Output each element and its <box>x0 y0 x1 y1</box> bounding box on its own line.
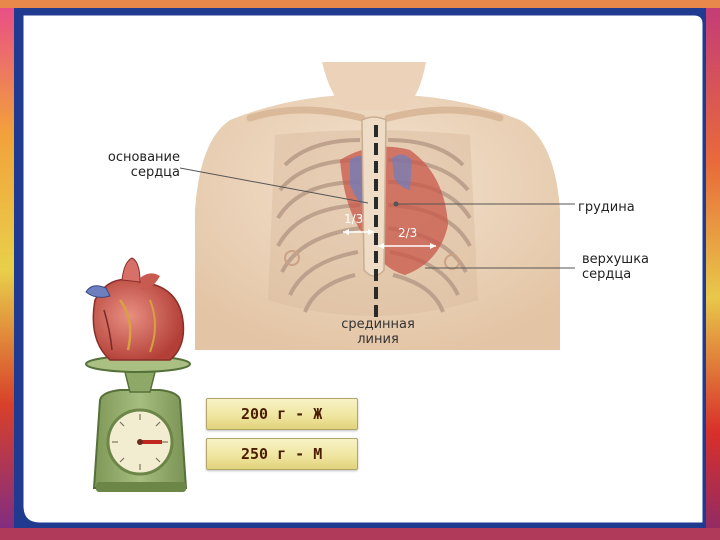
female-weight-scroll: 200 г - Ж <box>206 398 358 430</box>
male-weight-text: 250 г - М <box>241 445 323 463</box>
heart-apex-label: верхушка сердца <box>582 252 650 282</box>
female-weight-text: 200 г - Ж <box>241 405 323 423</box>
heart-on-scale-illustration <box>85 257 191 492</box>
sternum-label: грудина <box>578 200 635 215</box>
male-weight-scroll: 250 г - М <box>206 438 358 470</box>
torso-illustration <box>179 62 575 350</box>
midline-label: срединная линия <box>341 317 415 347</box>
two-thirds-label: 2/3 <box>398 226 418 240</box>
heart-base-label: основание сердца <box>107 150 180 180</box>
one-third-label: 1/3 <box>344 212 364 226</box>
